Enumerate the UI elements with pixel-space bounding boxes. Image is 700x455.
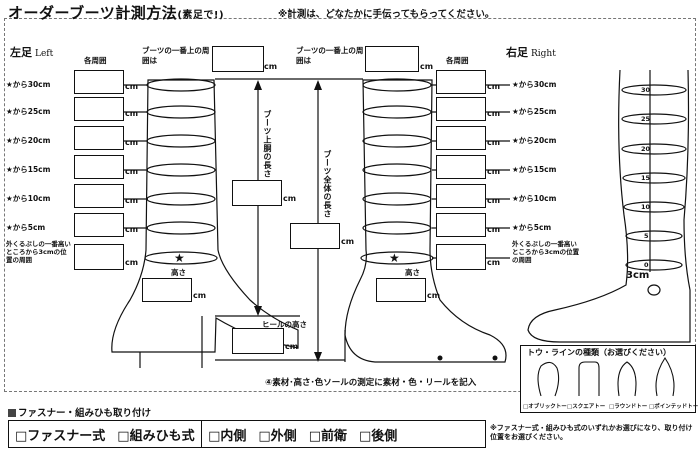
left-level-15-label: ★から15cm <box>6 165 51 174</box>
toe-type-title: トウ・ラインの種類（お選びください） <box>527 348 671 357</box>
fastener-pos-outer[interactable]: □外側 <box>258 428 297 444</box>
square-toe-icon <box>578 361 600 396</box>
fastener-note: ※ファスナー式・組みひも式のいずれかお選びになり、取り付け位置をお選びください。 <box>490 424 693 441</box>
right-top-circ-box[interactable] <box>365 46 419 72</box>
right-level-20-label: ★から20cm <box>512 136 557 145</box>
measurement-frame <box>4 18 696 392</box>
left-ankle-height-label: 高さ <box>171 268 186 277</box>
fastener-pos-back[interactable]: □後側 <box>358 428 398 444</box>
right-circ-30-box[interactable] <box>436 70 486 94</box>
toe-shapes <box>537 357 675 397</box>
right-level-5-label: ★から5cm <box>512 223 552 232</box>
right-ankle-label: 外くるぶしの一番高いところから3cmの位置の周囲 <box>512 240 580 264</box>
total-length-box[interactable] <box>290 223 340 249</box>
right-circ-5-box[interactable] <box>436 213 486 237</box>
heel-height-label: ヒールの高さ <box>262 320 307 329</box>
material-instruction: ④素材･高さ･色ソールの測定に素材・色・リールを記入 <box>265 378 477 388</box>
page-title: オーダーブーツ計測方法(素足で!) <box>8 4 225 22</box>
scale-5: 5 <box>644 232 649 240</box>
star-mark-right: ★ <box>389 251 400 265</box>
scale-0: 0 <box>644 261 649 269</box>
scale-15: 15 <box>641 174 651 182</box>
oblique-toe-icon <box>537 361 560 397</box>
left-circ-15-box[interactable] <box>74 155 124 179</box>
left-level-10-label: ★から10cm <box>6 194 51 203</box>
toe-type-panel: □オブリックトー □スクエアトー □ラウンドトー □ポインテッドトー <box>520 345 699 413</box>
pointed-toe-icon <box>655 357 675 397</box>
left-level-20-label: ★から20cm <box>6 136 51 145</box>
left-ankle-label: 外くるぶしの一番高いところから3cmの位置の周囲 <box>6 240 71 264</box>
right-top-circ-label: ブーツの一番上の周囲は <box>296 46 364 65</box>
left-circ-30-box[interactable] <box>74 70 124 94</box>
toe-option-round[interactable]: □ラウンドトー <box>609 404 648 410</box>
star-mark-left: ★ <box>174 251 185 265</box>
left-circ-20-box[interactable] <box>74 126 124 150</box>
fastener-pos-front[interactable]: □前衛 <box>308 428 347 444</box>
right-circ-20-box[interactable] <box>436 126 486 150</box>
scale-25: 25 <box>641 115 651 123</box>
fastener-pos-inner[interactable]: □内側 <box>208 428 247 444</box>
right-ankle-box[interactable] <box>436 244 486 270</box>
fastener-section-title: ファスナー・組みひも取り付け <box>8 405 151 419</box>
fastener-type-zipper[interactable]: □ファスナー式 <box>15 428 106 444</box>
shaft-length-box[interactable] <box>232 180 282 206</box>
right-ankle-height-label: 高さ <box>405 268 420 277</box>
left-circ-25-box[interactable] <box>74 97 124 121</box>
right-circ-25-box[interactable] <box>436 97 486 121</box>
right-level-25-label: ★から25cm <box>512 107 557 116</box>
total-length-label: ブーツ全体の長さ <box>323 150 332 218</box>
shaft-length-label: ブーツ上胴の長さ <box>263 110 272 178</box>
toe-option-square[interactable]: □スクエアトー <box>567 404 606 410</box>
left-circ-5-box[interactable] <box>74 213 124 237</box>
right-level-15-label: ★から15cm <box>512 165 557 174</box>
left-ankle-box[interactable] <box>74 244 124 270</box>
left-circ-10-box[interactable] <box>74 184 124 208</box>
scale-30: 30 <box>641 86 651 94</box>
assist-note: ※計測は、どなたかに手伝ってもらってください。 <box>278 9 495 20</box>
heel-height-box[interactable] <box>232 328 284 354</box>
left-ankle-height-box[interactable] <box>142 278 192 302</box>
toe-option-oblique[interactable]: □オブリックトー <box>523 404 567 410</box>
fastener-type-lace[interactable]: □組みひも式 <box>117 428 195 444</box>
right-level-30-label: ★から30cm <box>512 80 557 89</box>
round-toe-icon <box>617 361 637 397</box>
left-level-25-label: ★から25cm <box>6 107 51 116</box>
toe-option-pointed[interactable]: □ポインテッドトー <box>649 404 699 410</box>
scale-20: 20 <box>641 145 651 153</box>
right-circ-15-box[interactable] <box>436 155 486 179</box>
left-top-circ-box[interactable] <box>212 46 264 72</box>
right-circ-header: 各周囲 <box>446 56 469 65</box>
right-circ-10-box[interactable] <box>436 184 486 208</box>
right-level-10-label: ★から10cm <box>512 194 557 203</box>
left-level-5-label: ★から5cm <box>6 223 46 232</box>
left-circ-header: 各周囲 <box>84 56 107 65</box>
right-ankle-height-box[interactable] <box>376 278 426 302</box>
scale-10: 10 <box>641 203 651 211</box>
ankle-3cm-label: 3cm <box>626 270 650 281</box>
fastener-options-box: □ファスナー式 □組みひも式 □内側 □外側 □前衛 □後側 <box>8 420 486 448</box>
left-level-30-label: ★から30cm <box>6 80 51 89</box>
left-top-circ-label: ブーツの一番上の周囲は <box>142 46 210 65</box>
